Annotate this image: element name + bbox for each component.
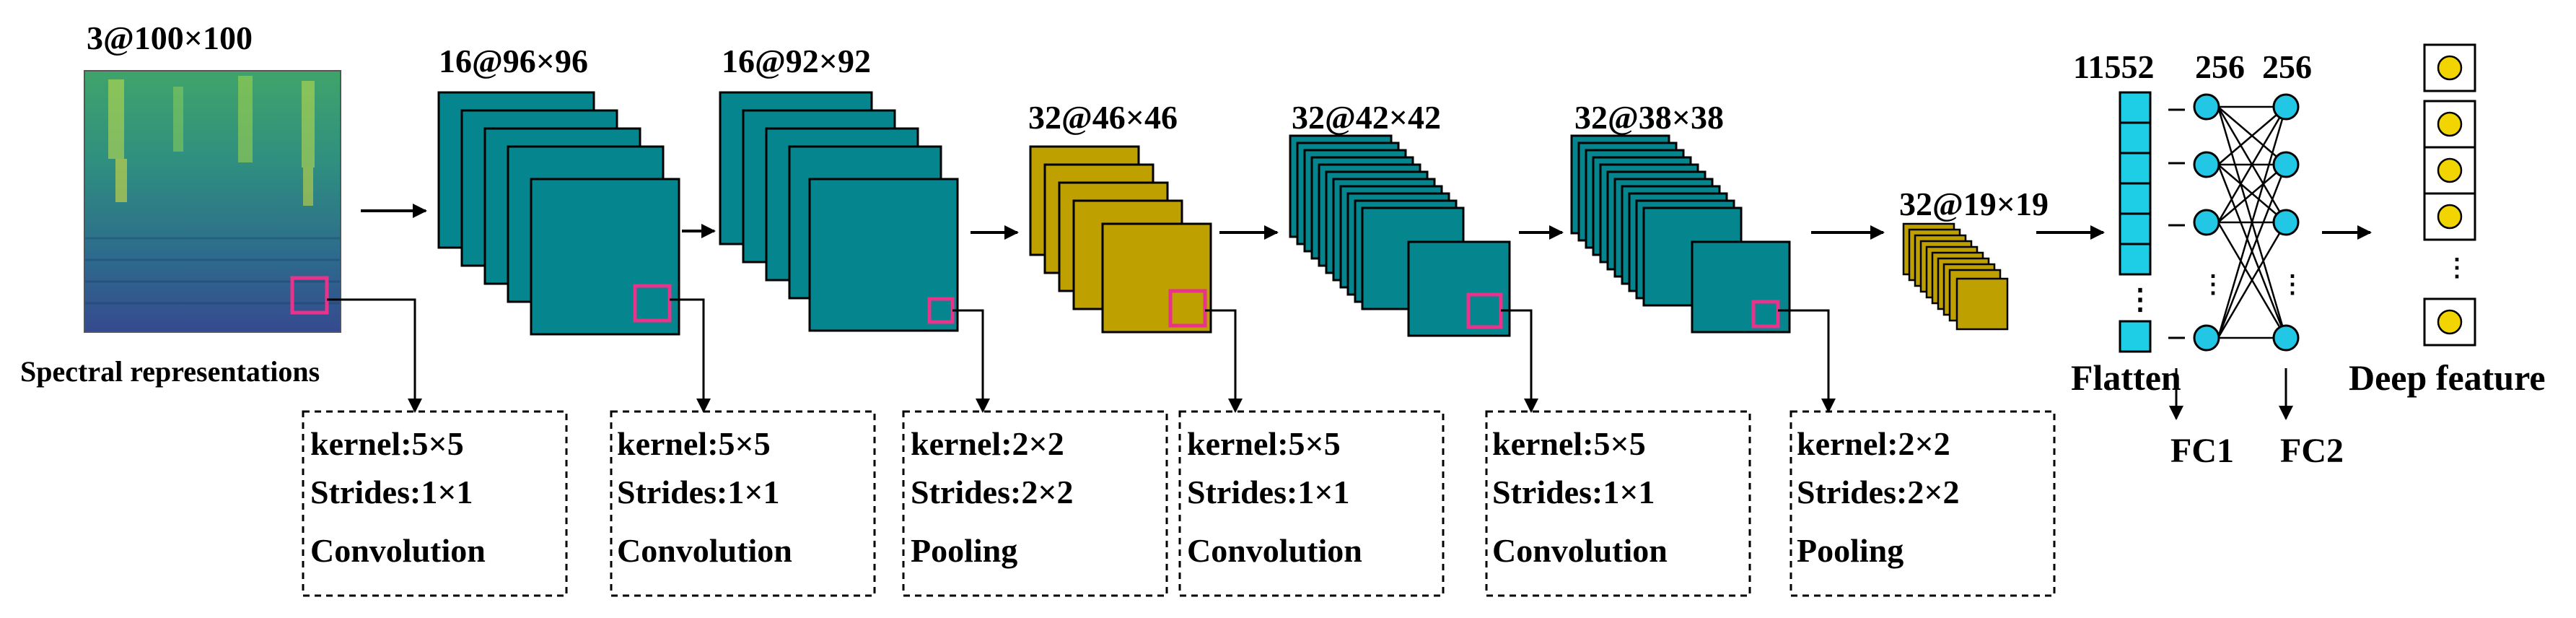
- kernel-marker: [1751, 300, 1780, 328]
- param-kernel: kernel:5×5: [1187, 425, 1341, 462]
- param-operation: Convolution: [617, 532, 792, 569]
- output-deep-feature: [2423, 43, 2476, 347]
- param-strides: Strides:1×1: [617, 474, 780, 510]
- param-kernel: kernel:2×2: [911, 425, 1064, 462]
- param-operation: Convolution: [1492, 532, 1668, 569]
- param-box-4: kernel:5×5 Strides:1×1 Convolution: [1178, 410, 1445, 597]
- output-ellipsis: ⋮: [2445, 255, 2469, 282]
- layer5-feature-maps: [1570, 134, 1791, 334]
- param-kernel: kernel:5×5: [1492, 425, 1646, 462]
- param-operation: Convolution: [1187, 532, 1362, 569]
- flatten-fc1-links: [2168, 108, 2185, 339]
- param-strides: Strides:2×2: [911, 474, 1074, 510]
- layer3-feature-maps: [1029, 145, 1212, 334]
- param-operation: Pooling: [1797, 532, 1903, 569]
- layer4-size-label: 32@42×42: [1292, 99, 1441, 136]
- param-box-6: kernel:2×2 Strides:2×2 Pooling: [1789, 410, 2056, 597]
- input-size-label: 3@100×100: [87, 19, 253, 56]
- layer1-feature-maps: [437, 91, 680, 336]
- fc1-neurons: [2193, 93, 2220, 352]
- param-operation: Convolution: [310, 532, 486, 569]
- spectrogram-image: [84, 70, 341, 333]
- param-kernel: kernel:5×5: [617, 425, 771, 462]
- fc-label-arrows: [2169, 368, 2293, 420]
- param-box-1: kernel:5×5 Strides:1×1 Convolution: [302, 410, 568, 597]
- layer4-feature-maps: [1289, 134, 1511, 337]
- output-label: Deep feature: [2349, 357, 2546, 398]
- fc1-label: FC1: [2170, 432, 2234, 470]
- parameter-connectors: [327, 298, 1836, 413]
- flatten-vector: [2119, 91, 2152, 353]
- fc1-ellipsis: ⋮: [2201, 271, 2225, 298]
- flow-arrows: [361, 204, 2372, 240]
- fc2-count-label: 256: [2262, 48, 2312, 85]
- layer5-size-label: 32@38×38: [1574, 99, 1724, 136]
- kernel-marker: [1168, 289, 1207, 328]
- layer6-feature-maps: [1902, 222, 2009, 331]
- param-strides: Strides:1×1: [1492, 474, 1655, 510]
- layer2-feature-maps: [719, 91, 959, 332]
- param-box-3: kernel:2×2 Strides:2×2 Pooling: [902, 410, 1168, 597]
- param-strides: Strides:1×1: [310, 474, 473, 510]
- param-box-2: kernel:5×5 Strides:1×1 Convolution: [610, 410, 876, 597]
- param-kernel: kernel:5×5: [310, 425, 464, 462]
- param-operation: Pooling: [911, 532, 1017, 569]
- param-strides: Strides:2×2: [1797, 474, 1960, 510]
- input-caption: Spectral representations: [20, 355, 320, 388]
- flatten-count-label: 11552: [2073, 48, 2154, 85]
- param-strides: Strides:1×1: [1187, 474, 1350, 510]
- fc2-neurons: [2272, 93, 2300, 352]
- fc1-count-label: 256: [2195, 48, 2245, 85]
- layer3-size-label: 32@46×46: [1028, 99, 1178, 136]
- fc2-label: FC2: [2280, 432, 2344, 470]
- fc2-ellipsis: ⋮: [2280, 271, 2305, 298]
- flatten-ellipsis: ⋮: [2126, 283, 2155, 315]
- kernel-marker: [633, 284, 672, 323]
- layer1-size-label: 16@96×96: [439, 43, 588, 79]
- flatten-label: Flatten: [2071, 357, 2181, 398]
- kernel-marker: [290, 276, 329, 315]
- param-box-5: kernel:5×5 Strides:1×1 Convolution: [1485, 410, 1751, 597]
- layer2-size-label: 16@92×92: [722, 43, 871, 79]
- layer6-size-label: 32@19×19: [1899, 186, 2049, 222]
- param-kernel: kernel:2×2: [1797, 425, 1950, 462]
